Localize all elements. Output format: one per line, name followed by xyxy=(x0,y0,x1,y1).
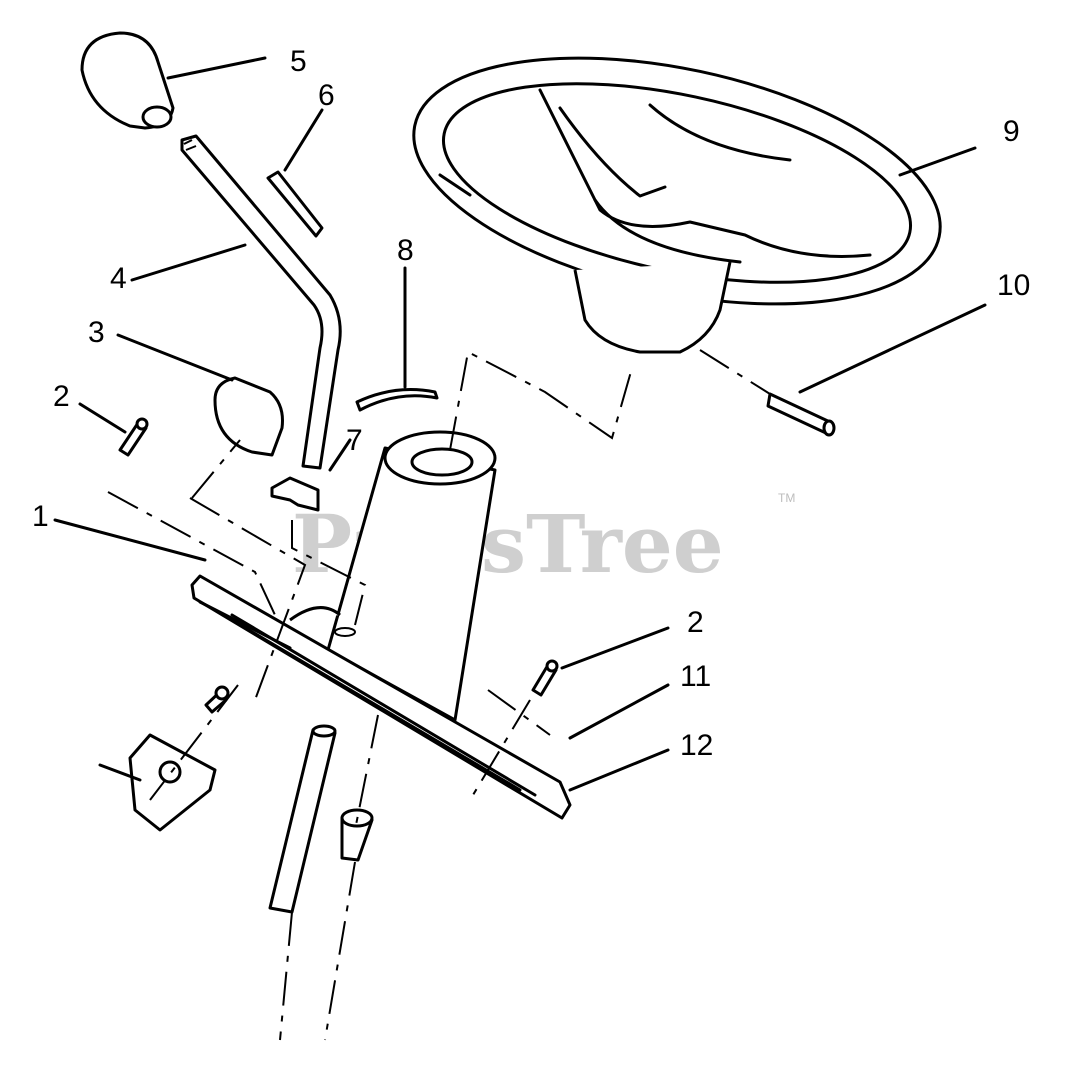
callout-10: 10 xyxy=(997,269,1030,302)
callout-9: 9 xyxy=(1003,115,1020,148)
screw-upper xyxy=(118,417,149,457)
callout-4: 4 xyxy=(110,262,127,295)
callout-12: 12 xyxy=(680,729,713,762)
retainer-clip xyxy=(355,388,439,412)
lower-shaft xyxy=(268,724,337,914)
callout-7: 7 xyxy=(346,424,363,457)
callout-3: 3 xyxy=(88,316,105,349)
dash-panel xyxy=(190,574,572,820)
callout-11: 11 xyxy=(680,660,711,693)
steering-wheel xyxy=(412,56,942,354)
shift-knob xyxy=(80,31,175,130)
callout-labels: 5 6 4 3 2 1 8 7 9 10 2 11 12 xyxy=(32,45,1030,762)
callout-2-upper: 2 xyxy=(53,380,70,413)
key xyxy=(266,170,324,238)
callout-2-lower: 2 xyxy=(687,606,704,639)
screw-lower xyxy=(531,659,559,697)
assembly-lines xyxy=(107,349,771,1041)
lever-cap xyxy=(213,376,284,457)
watermark-trademark: TM xyxy=(778,491,795,505)
bracket-clip xyxy=(270,476,320,512)
steering-column xyxy=(326,430,497,722)
callout-1: 1 xyxy=(32,500,49,533)
leader-lines xyxy=(53,56,987,792)
shift-lever xyxy=(180,134,342,470)
callout-8: 8 xyxy=(397,234,414,267)
callout-6: 6 xyxy=(318,79,335,112)
callout-5: 5 xyxy=(290,45,307,78)
roll-pin xyxy=(766,392,836,437)
seat-bracket xyxy=(98,685,230,832)
